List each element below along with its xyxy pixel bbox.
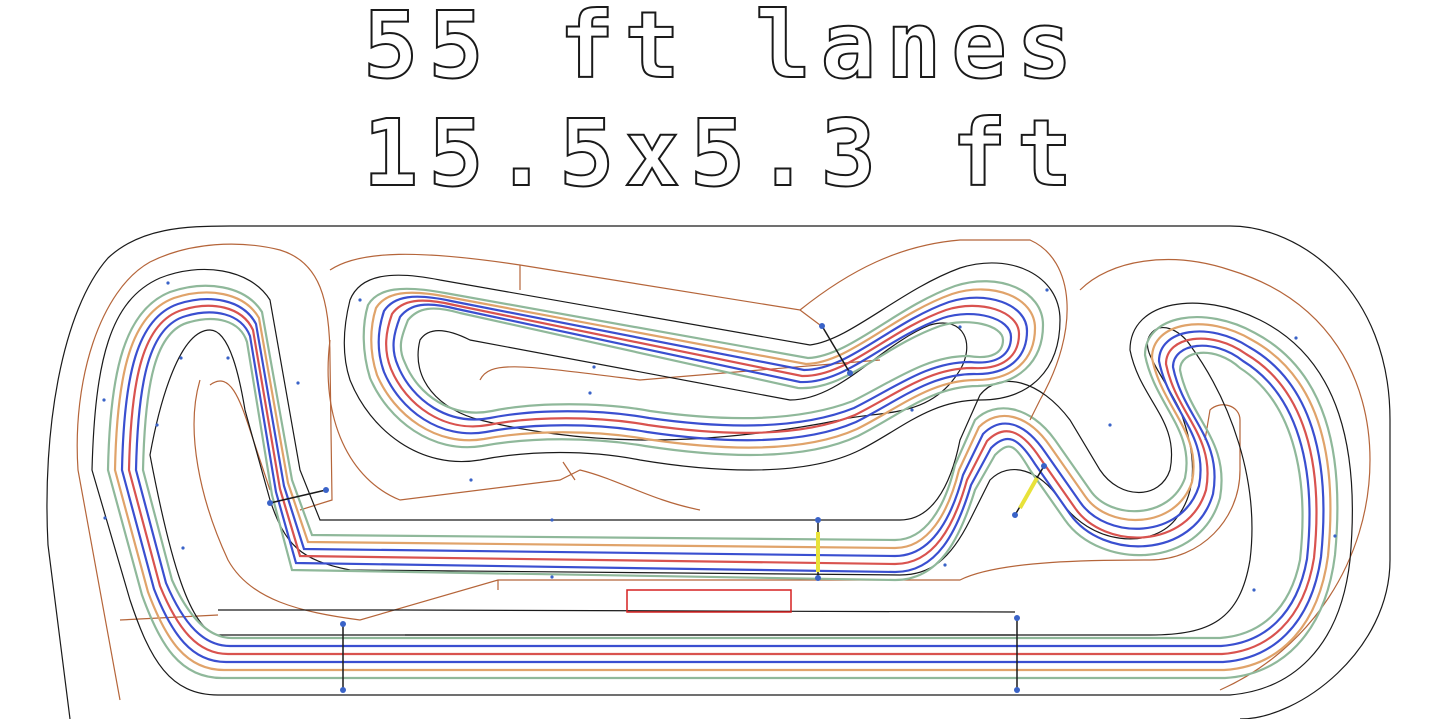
blue-marker-dots bbox=[102, 281, 1337, 693]
title-line-2: 15.5x5.3 ft bbox=[362, 100, 1083, 207]
track-edges bbox=[91, 262, 1353, 696]
table-outline bbox=[46, 225, 1391, 719]
yellow-markers bbox=[816, 477, 1039, 572]
title-line-1: 55 ft lanes bbox=[362, 0, 1083, 99]
red-rectangle-marker bbox=[626, 589, 792, 613]
lanes-inner-loop bbox=[362, 280, 1045, 456]
divider-ticks bbox=[497, 265, 1041, 590]
lanes-outer-loop bbox=[106, 284, 1339, 680]
